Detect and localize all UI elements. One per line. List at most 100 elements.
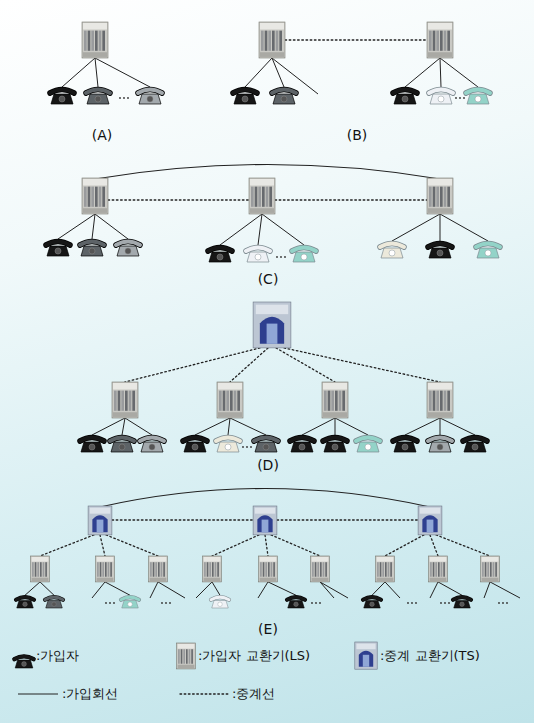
legend-text: :가입자 교환기(LS)	[198, 647, 310, 665]
switch-panel	[420, 508, 440, 514]
telephone-icon	[254, 438, 278, 453]
ellipsis-dot	[284, 256, 286, 258]
switch-card	[204, 562, 206, 577]
switch-card	[443, 562, 445, 577]
local-switch-icon	[82, 178, 108, 214]
phone-handset-outline	[453, 597, 471, 600]
phone-handset-outline	[183, 438, 207, 442]
toll-switch-icon	[253, 506, 277, 535]
subscriber-line	[430, 582, 438, 598]
switch-core	[267, 324, 278, 344]
subscriber-line	[25, 582, 40, 595]
subscriber-line	[385, 582, 400, 598]
telephone-icon	[121, 597, 139, 608]
phone-handset	[393, 90, 417, 94]
phone-handset-outline	[138, 90, 162, 94]
phone-handset	[254, 438, 278, 442]
phone-body	[364, 601, 381, 609]
legend-text: :가입자	[36, 647, 79, 665]
switch-top	[260, 557, 277, 562]
phone-dial	[370, 602, 375, 607]
trunk-line	[108, 199, 249, 200]
telephone-icon	[216, 438, 240, 453]
trunk-line	[180, 693, 228, 694]
switch-base	[97, 578, 114, 581]
trunk-line	[275, 199, 427, 200]
switch-card	[88, 31, 91, 51]
switch-base	[428, 52, 452, 57]
telephone-icon	[453, 597, 471, 608]
switch-core	[97, 520, 104, 533]
switch-core	[427, 520, 434, 533]
subscriber-line	[335, 418, 368, 435]
ellipsis-dot	[123, 97, 125, 99]
switch-card	[132, 391, 135, 411]
ellipsis-dot	[455, 97, 457, 99]
telephone-icon	[16, 597, 34, 608]
switch-base	[83, 208, 107, 213]
switch-card	[444, 31, 447, 51]
phone-handset-outline	[428, 244, 452, 248]
telephone-icon	[356, 438, 380, 453]
phone-handset-outline	[272, 90, 296, 94]
switch-body	[177, 643, 196, 669]
phone-body	[139, 94, 161, 104]
phone-handset-outline	[428, 438, 452, 442]
phone-handset-outline	[463, 438, 487, 442]
phone-dial	[119, 444, 125, 450]
local-switch-icon	[96, 556, 115, 582]
ellipsis-dot	[498, 602, 500, 604]
phone-handset-outline	[380, 244, 404, 248]
local-switch-icon	[31, 556, 50, 582]
local-switch-icon	[217, 382, 243, 418]
switch-base	[430, 578, 447, 581]
switch-card	[444, 391, 447, 411]
switch-body	[481, 556, 500, 582]
phone-handset	[86, 90, 110, 94]
subscriber-line	[440, 214, 488, 241]
subscriber-line	[405, 58, 440, 87]
phone-dial	[294, 602, 299, 607]
phone-dial	[95, 96, 101, 102]
switch-card	[447, 391, 450, 411]
phone-handset	[80, 242, 104, 246]
telephone-icon	[287, 597, 305, 608]
switch-card	[440, 187, 443, 207]
phone-dial	[389, 250, 395, 256]
phone-handset	[363, 597, 381, 600]
icon-layer	[14, 22, 508, 669]
local-switch-icon	[429, 556, 448, 582]
switch-card	[215, 562, 217, 577]
subscriber-line	[150, 582, 158, 598]
subscriber-line	[440, 214, 441, 241]
subscriber-line	[95, 58, 150, 87]
legend-text: :가입회선	[62, 685, 118, 703]
switch-card	[388, 562, 390, 577]
legend-text: :중계선	[232, 685, 275, 703]
phone-handset	[80, 438, 104, 442]
phone-handset	[272, 90, 296, 94]
local-switch-icon	[427, 178, 453, 214]
switch-body	[427, 382, 453, 418]
ellipsis-dot	[169, 602, 171, 604]
switch-card	[269, 187, 272, 207]
ellipsis-dot	[280, 256, 282, 258]
phone-handset-outline	[246, 248, 270, 252]
switch-card	[440, 31, 443, 51]
switch-body	[376, 556, 395, 582]
switch-card	[323, 562, 325, 577]
switch-card	[380, 562, 382, 577]
switch-card	[91, 31, 94, 51]
switch-card	[129, 391, 132, 411]
switch-base	[377, 578, 394, 581]
switch-card	[84, 187, 87, 207]
phone-dial	[472, 444, 478, 450]
switch-card	[209, 562, 211, 577]
local-switch-icon	[177, 643, 196, 669]
subscriber-line	[105, 582, 130, 595]
switch-base	[178, 665, 195, 668]
phone-handset-outline	[393, 90, 417, 94]
switch-card	[234, 391, 237, 411]
toll-switch-icon	[253, 302, 291, 348]
